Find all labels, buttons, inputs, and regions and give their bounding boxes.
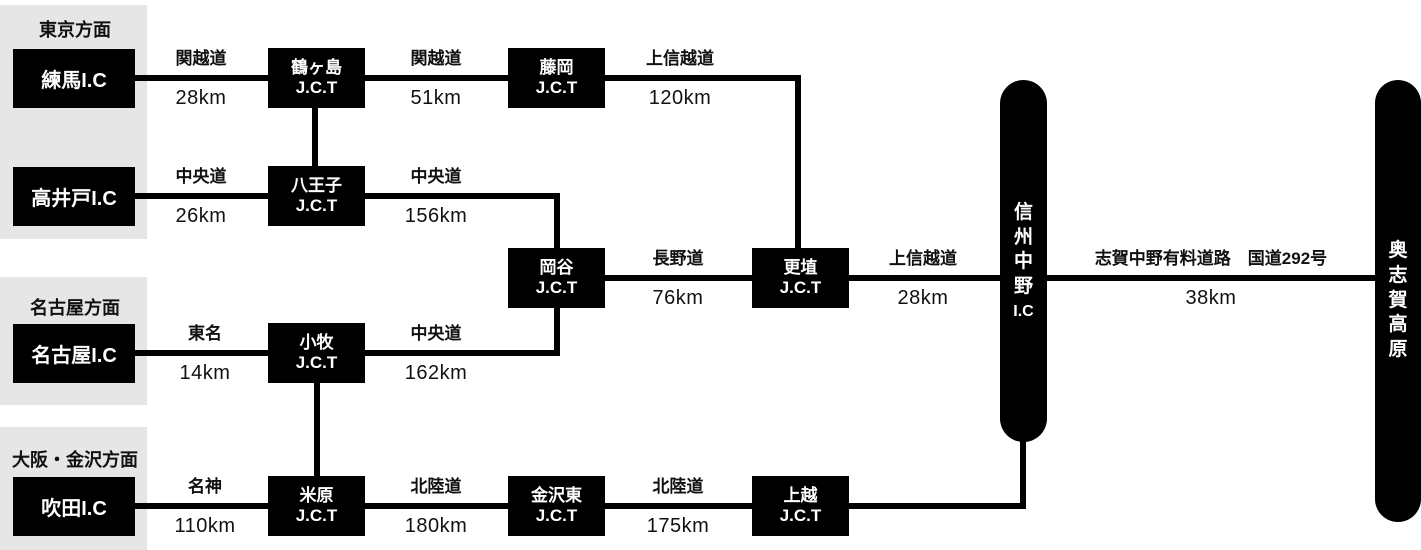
junction-fujioka-type: J.C.T bbox=[535, 78, 578, 97]
junction-joetsu-type: J.C.T bbox=[779, 506, 822, 525]
segment-joshinetsu-28-distance: 28km bbox=[897, 287, 949, 309]
junction-okaya-type: J.C.T bbox=[535, 278, 578, 297]
terminal-okushiga-kogen-name: 奥志賀高原 bbox=[1388, 240, 1408, 361]
terminal-shinshu-nakano-ic: 信州中野 I.C bbox=[1000, 80, 1047, 442]
route-line-maibara-kanazawahigashi bbox=[365, 503, 508, 509]
origin-takaido-label: 高井戸I.C bbox=[31, 188, 117, 210]
route-line-joetsu-shinshunakano bbox=[1020, 440, 1026, 509]
junction-fujioka: 藤岡 J.C.T bbox=[508, 48, 605, 108]
junction-koshoku-type: J.C.T bbox=[779, 278, 822, 297]
section-label-tokyo: 東京方面 bbox=[39, 20, 111, 40]
segment-nagano-76-road: 長野道 bbox=[652, 249, 704, 268]
segment-meishin-110-distance: 110km bbox=[174, 515, 236, 537]
junction-tsurugashima-name: 鶴ヶ島 bbox=[291, 57, 342, 77]
junction-hachioji-name: 八王子 bbox=[291, 175, 342, 195]
segment-shiganakano-38-road: 志賀中野有料道路 国道292号 bbox=[1094, 249, 1328, 268]
route-line-joetsu-east bbox=[847, 503, 1026, 509]
origin-nerima-ic: 練馬I.C bbox=[13, 49, 135, 108]
junction-okaya-name: 岡谷 bbox=[539, 257, 574, 277]
segment-hokuriku-180-distance: 180km bbox=[404, 515, 468, 537]
segment-chuo-162-road: 中央道 bbox=[410, 324, 462, 343]
segment-chuo-156-distance: 156km bbox=[404, 205, 468, 227]
route-line-fujioka-koshoku bbox=[795, 75, 801, 251]
segment-chuo-162-distance: 162km bbox=[404, 362, 468, 384]
route-line-shinshunakano-okushiga bbox=[1047, 275, 1375, 281]
origin-nerima-label: 練馬I.C bbox=[41, 70, 107, 92]
segment-kanetsu-28-distance: 28km bbox=[175, 87, 227, 109]
route-line-komaki-okaya bbox=[554, 307, 560, 356]
route-line-koshoku-shinshunakano bbox=[847, 275, 1000, 281]
terminal-shinshu-nakano-name: 信州中野 bbox=[1013, 202, 1033, 298]
origin-nagoya-label: 名古屋I.C bbox=[31, 345, 117, 367]
route-line-nagoya-komaki bbox=[135, 350, 268, 356]
origin-suita-ic: 吹田I.C bbox=[13, 477, 135, 536]
segment-tomei-14-road: 東名 bbox=[188, 324, 222, 343]
segment-kanetsu-51-distance: 51km bbox=[410, 87, 462, 109]
junction-okaya: 岡谷 J.C.T bbox=[508, 248, 605, 308]
segment-hokuriku-175-distance: 175km bbox=[646, 515, 710, 537]
junction-hachioji: 八王子 J.C.T bbox=[268, 166, 365, 226]
route-line-kanazawahigashi-joetsu bbox=[605, 503, 752, 509]
junction-koshoku: 更埴 J.C.T bbox=[752, 248, 849, 308]
junction-maibara-name: 米原 bbox=[299, 485, 334, 505]
route-line-suita-maibara bbox=[135, 503, 268, 509]
route-line-nerima-tsurugashima bbox=[135, 75, 268, 81]
segment-chuo-156-road: 中央道 bbox=[410, 167, 462, 186]
origin-suita-label: 吹田I.C bbox=[41, 498, 107, 520]
junction-komaki: 小牧 J.C.T bbox=[268, 323, 365, 383]
junction-komaki-name: 小牧 bbox=[299, 332, 334, 352]
junction-hachioji-type: J.C.T bbox=[295, 196, 338, 215]
junction-joetsu: 上越 J.C.T bbox=[752, 476, 849, 536]
route-line-tsurugashima-hachioji bbox=[312, 105, 318, 169]
junction-kanazawa-higashi: 金沢東 J.C.T bbox=[508, 476, 605, 536]
section-label-osaka-kanazawa: 大阪・金沢方面 bbox=[12, 450, 138, 470]
junction-joetsu-name: 上越 bbox=[783, 485, 818, 505]
route-line-komaki-maibara bbox=[314, 380, 320, 480]
segment-meishin-110-road: 名神 bbox=[188, 477, 222, 496]
segment-tomei-14-distance: 14km bbox=[179, 362, 231, 384]
segment-joshinetsu-28-road: 上信越道 bbox=[889, 249, 957, 268]
junction-tsurugashima: 鶴ヶ島 J.C.T bbox=[268, 48, 365, 108]
junction-komaki-type: J.C.T bbox=[295, 353, 338, 372]
junction-maibara: 米原 J.C.T bbox=[268, 476, 365, 536]
route-line-okaya-koshoku bbox=[605, 275, 752, 281]
segment-joshinetsu-120-distance: 120km bbox=[648, 87, 712, 109]
segment-chuo-26-distance: 26km bbox=[175, 205, 227, 227]
junction-kanazawa-higashi-name: 金沢東 bbox=[531, 485, 582, 505]
segment-chuo-26-road: 中央道 bbox=[175, 167, 227, 186]
segment-hokuriku-175-road: 北陸道 bbox=[652, 477, 704, 496]
terminal-okushiga-kogen: 奥志賀高原 bbox=[1375, 80, 1421, 522]
segment-kanetsu-28-road: 関越道 bbox=[175, 49, 227, 68]
junction-tsurugashima-type: J.C.T bbox=[295, 78, 338, 97]
route-line-hachioji-east bbox=[365, 193, 560, 199]
route-line-hachioji-okaya bbox=[554, 193, 560, 251]
segment-kanetsu-51-road: 関越道 bbox=[410, 49, 462, 68]
route-line-tsurugashima-fujioka bbox=[365, 75, 508, 81]
segment-nagano-76-distance: 76km bbox=[652, 287, 704, 309]
route-line-takaido-hachioji bbox=[135, 193, 268, 199]
junction-koshoku-name: 更埴 bbox=[783, 257, 818, 277]
junction-fujioka-name: 藤岡 bbox=[539, 57, 574, 77]
junction-maibara-type: J.C.T bbox=[295, 506, 338, 525]
segment-hokuriku-180-road: 北陸道 bbox=[410, 477, 462, 496]
route-line-komaki-east bbox=[365, 350, 560, 356]
segment-joshinetsu-120-road: 上信越道 bbox=[646, 49, 714, 68]
terminal-shinshu-nakano-suffix: I.C bbox=[1013, 302, 1034, 320]
junction-kanazawa-higashi-type: J.C.T bbox=[535, 506, 578, 525]
route-line-fujioka-east bbox=[605, 75, 801, 81]
origin-takaido-ic: 高井戸I.C bbox=[13, 167, 135, 226]
origin-nagoya-ic: 名古屋I.C bbox=[13, 324, 135, 383]
section-label-nagoya: 名古屋方面 bbox=[30, 298, 120, 318]
segment-shiganakano-38-distance: 38km bbox=[1185, 287, 1237, 309]
